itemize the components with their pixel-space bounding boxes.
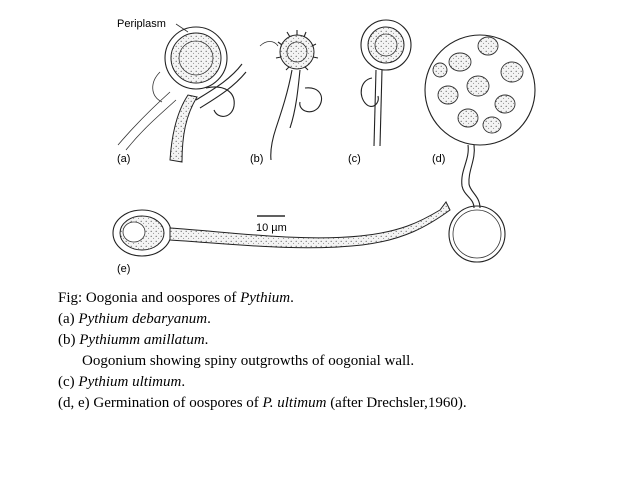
caption-line-3: (b) Pythiumm amillatum. <box>58 332 209 348</box>
caption-line-2: (a) Pythium debaryanum. <box>58 311 211 327</box>
caption-line-5: (c) Pythium ultimum. <box>58 374 186 390</box>
caption-line-6: (d, e) Germination of oospores of P. ult… <box>58 395 467 411</box>
panel-a-drawing <box>117 23 247 163</box>
caption-line-4: Oogonium showing spiny outgrowths of oog… <box>82 353 415 369</box>
panel-b-label: (b) <box>250 153 263 165</box>
panel-c-label: (c) <box>348 153 361 165</box>
panel-d-drawing <box>424 34 536 263</box>
figure-caption: Fig: Oogonia and oospores of Pythium. (a… <box>58 288 467 414</box>
oogonia-illustration: Periplasm (a) (b) (c) (d) <box>112 18 536 275</box>
scale-bar-label: 10 µm <box>256 222 287 234</box>
panel-a-label: (a) <box>117 153 130 165</box>
panel-e-label: (e) <box>117 263 130 275</box>
panel-e-drawing <box>112 201 451 257</box>
periplasm-label: Periplasm <box>117 18 166 30</box>
panel-c-drawing <box>360 19 412 147</box>
panel-b-drawing <box>259 30 323 161</box>
caption-line-1: Fig: Oogonia and oospores of Pythium. <box>58 290 294 306</box>
panel-d-label: (d) <box>432 153 445 165</box>
